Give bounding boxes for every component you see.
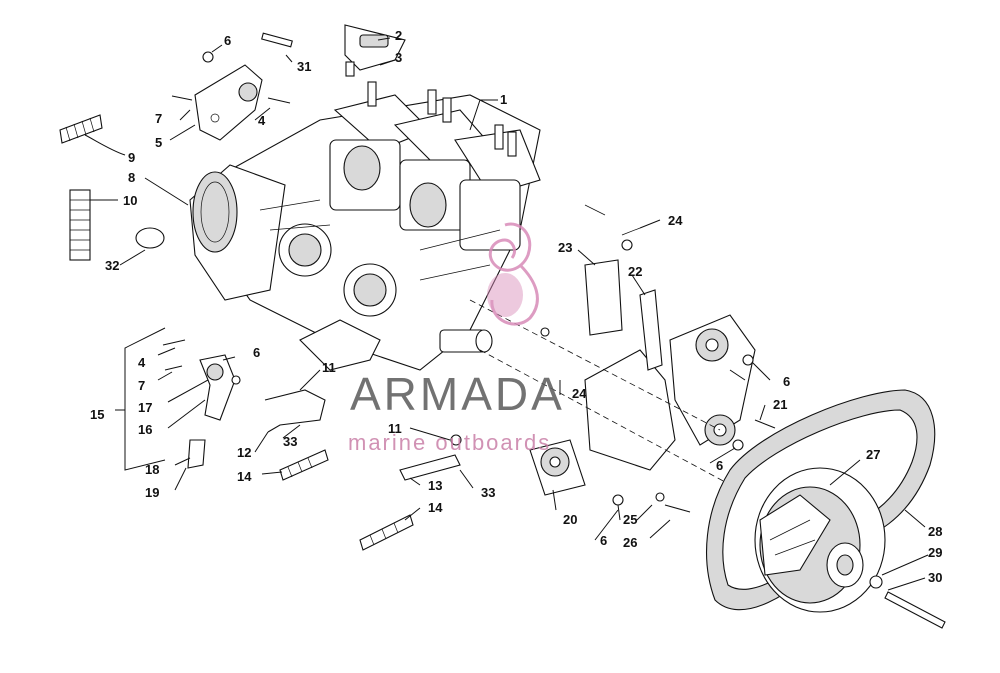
callout-33: 33 — [481, 485, 495, 500]
callout-19: 19 — [145, 485, 159, 500]
callout-16: 16 — [138, 422, 152, 437]
callout-11: 11 — [322, 360, 336, 375]
springs — [59, 114, 414, 551]
clutch-bracket-assembly — [529, 204, 776, 513]
callout-21: 21 — [773, 397, 787, 412]
seahorse-logo — [488, 222, 539, 326]
callout-6: 6 — [783, 374, 790, 389]
leader-lines — [84, 37, 929, 591]
callout-7: 7 — [138, 378, 145, 393]
seahorse-body — [487, 273, 523, 317]
callout-30: 30 — [928, 570, 942, 585]
rear-mount-bracket — [162, 339, 241, 469]
callout-labels: 1 2 3 4 4 5 6 6 6 6 6 7 7 8 9 10 11 11 1… — [90, 28, 942, 585]
callout-31: 31 — [297, 59, 311, 74]
watermark-brand: ARMADA — [350, 368, 565, 420]
callout-17: 17 — [138, 400, 152, 415]
callout-4: 4 — [138, 355, 146, 370]
callout-11: 11 — [388, 421, 402, 436]
callout-3: 3 — [395, 50, 402, 65]
callout-22: 22 — [628, 264, 642, 279]
watermark-tagline: marine outboards — [348, 430, 551, 455]
callout-27: 27 — [866, 447, 880, 462]
callout-6: 6 — [600, 533, 607, 548]
callout-24: 24 — [668, 213, 683, 228]
callout-18: 18 — [145, 462, 159, 477]
callout-12: 12 — [237, 445, 251, 460]
callout-28: 28 — [928, 524, 942, 539]
callout-29: 29 — [928, 545, 942, 560]
callout-15: 15 — [90, 407, 104, 422]
callout-25: 25 — [623, 512, 637, 527]
watermark: ARMADA marine outboards — [348, 222, 565, 455]
callout-1: 1 — [500, 92, 507, 107]
callout-6: 6 — [253, 345, 260, 360]
callout-4: 4 — [258, 113, 266, 128]
callout-20: 20 — [563, 512, 577, 527]
callout-9: 9 — [128, 150, 135, 165]
engine-assembly — [189, 81, 541, 371]
callout-26: 26 — [623, 535, 637, 550]
shift-linkage — [264, 319, 462, 481]
callout-2: 2 — [395, 28, 402, 43]
callout-13: 13 — [428, 478, 442, 493]
callout-32: 32 — [105, 258, 119, 273]
callout-7: 7 — [155, 111, 162, 126]
callout-6: 6 — [716, 458, 723, 473]
callout-23: 23 — [558, 240, 572, 255]
callout-6: 6 — [224, 33, 231, 48]
alignment-line — [479, 349, 871, 561]
front-mount-bracket — [171, 51, 291, 141]
driven-clutch — [754, 467, 946, 629]
callout-24: 24 — [572, 386, 587, 401]
callout-5: 5 — [155, 135, 162, 150]
callout-14: 14 — [237, 469, 252, 484]
rev-limiter-unit — [261, 24, 406, 77]
callout-10: 10 — [123, 193, 137, 208]
callout-14: 14 — [428, 500, 443, 515]
alignment-line — [469, 299, 721, 431]
callout-8: 8 — [128, 170, 135, 185]
callout-33: 33 — [283, 434, 297, 449]
